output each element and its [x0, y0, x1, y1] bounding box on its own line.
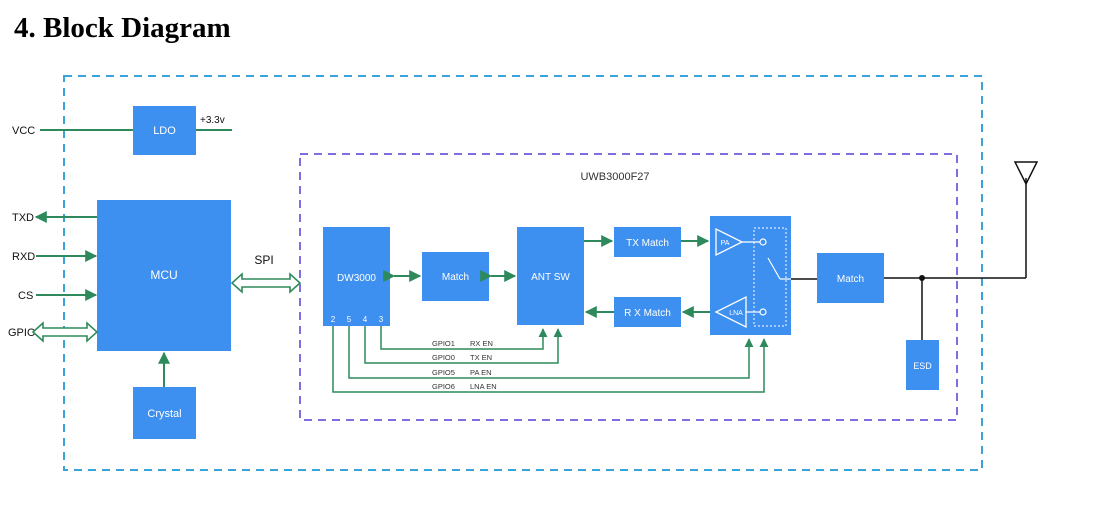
rx-match-label: R X Match	[624, 308, 671, 319]
gpio1-func-label: RX EN	[470, 339, 493, 348]
rxd-label: RXD	[12, 251, 35, 263]
tx-match-label: TX Match	[626, 238, 669, 249]
dw-pin-2: 2	[331, 315, 336, 324]
match2-label: Match	[837, 274, 864, 285]
gpio-bus-arrow	[31, 321, 99, 343]
spi-bus-arrow	[230, 272, 302, 294]
gpio6-pin-label: GPIO6	[432, 382, 455, 391]
gpio1-rx-en-line	[380, 326, 548, 350]
dw3000-label: DW3000	[337, 273, 376, 284]
switch-contact-rx	[759, 308, 767, 316]
antsw-label: ANT SW	[531, 272, 570, 283]
dw-pin-5: 5	[347, 315, 352, 324]
cs-label: CS	[18, 290, 33, 302]
gpio5-pin-label: GPIO5	[432, 368, 455, 377]
crystal-block	[133, 387, 196, 439]
match1-block	[422, 252, 489, 301]
dw-pin-3: 3	[379, 315, 384, 324]
module-boundary	[299, 153, 958, 421]
switch-dotted-frame	[753, 227, 787, 327]
txd-label: TXD	[12, 212, 34, 224]
gpio0-tx-en-line	[364, 326, 563, 364]
vcc-label: VCC	[12, 125, 35, 137]
pa-amplifier-icon	[715, 227, 744, 257]
rx-match-block	[614, 297, 681, 327]
ldo-label: LDO	[153, 125, 176, 137]
pa-label: PA	[721, 240, 730, 247]
mcu-block	[97, 200, 231, 351]
ldo-out-label: +3.3v	[200, 115, 225, 126]
module-label: UWB3000F27	[580, 171, 649, 183]
switch-arm	[767, 257, 781, 280]
gpio1-pin-label: GPIO1	[432, 339, 455, 348]
mcu-label: MCU	[150, 268, 177, 282]
gpio0-pin-label: GPIO0	[432, 353, 455, 362]
antenna-icon	[1013, 161, 1039, 186]
gpio5-func-label: PA EN	[470, 368, 492, 377]
tx-match-block	[614, 227, 681, 257]
lna-label: LNA	[729, 310, 743, 317]
antsw-block	[517, 227, 584, 325]
match2-block	[817, 253, 884, 303]
gpio6-lna-en-line	[332, 326, 769, 393]
match1-label: Match	[442, 272, 469, 283]
frontend-block	[710, 216, 791, 335]
outer-boundary	[63, 75, 983, 471]
crystal-label: Crystal	[147, 408, 181, 420]
gpio5-pa-en-line	[348, 326, 754, 379]
dw3000-block	[323, 227, 390, 326]
dw-pin-4: 4	[363, 315, 368, 324]
gpio0-func-label: TX EN	[470, 353, 492, 362]
gpio6-func-label: LNA EN	[470, 382, 497, 391]
esd-block	[906, 340, 939, 390]
gpio-label: GPIO	[8, 327, 36, 339]
ldo-block	[133, 106, 196, 155]
page-title: 4. Block Diagram	[14, 12, 231, 44]
switch-contact-tx	[759, 238, 767, 246]
esd-label: ESD	[913, 361, 932, 371]
spi-label: SPI	[254, 253, 273, 267]
